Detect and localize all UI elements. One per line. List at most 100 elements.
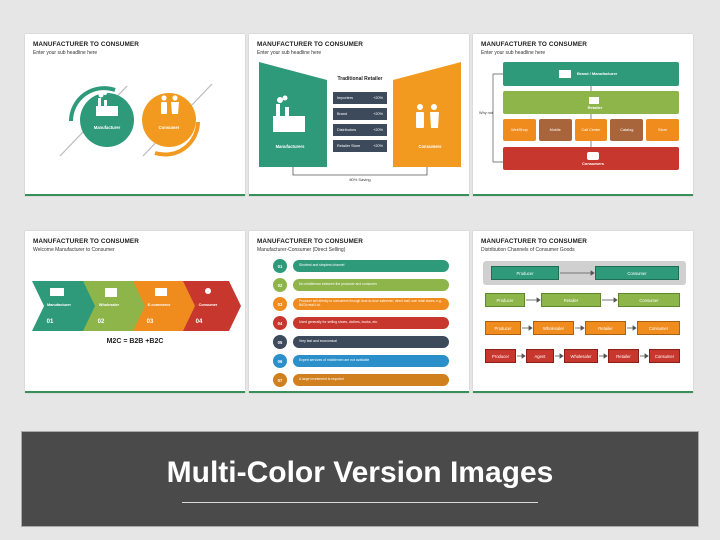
factory-icon (50, 288, 64, 296)
banner-title: Multi-Color Version Images (166, 456, 554, 489)
people-icon (587, 152, 599, 160)
slide-subtitle: Distribution Channels of Consumer Goods (481, 247, 575, 253)
channel-mobile: Mobile (538, 119, 572, 141)
wholesaler-icon (105, 288, 117, 297)
item-text: Shortest and simplest channel (293, 260, 449, 272)
slide-title: MANUFACTURER TO CONSUMER (481, 41, 587, 48)
slide-thumbnail-3[interactable]: MANUFACTURER TO CONSUMER Enter your sub … (473, 34, 693, 196)
channel-arrows (517, 270, 649, 359)
manufacturers-panel (259, 62, 327, 167)
brand-manufacturer-label: Brand / Manufacturer (577, 71, 618, 76)
channel-call-center: Call Center (574, 119, 608, 141)
slide-subtitle: Manufacturer-Consumer (Direct Selling) (257, 247, 346, 253)
chevron-step-4 (183, 281, 241, 331)
list-item: 02 No middleman between the producer and… (273, 278, 449, 292)
retailer-row: Importers+20% (337, 96, 383, 100)
people-icon (161, 95, 179, 114)
why-not-label: Why not (479, 111, 493, 115)
item-number: 02 (273, 278, 287, 292)
list-item: 01 Shortest and simplest channel (273, 259, 449, 273)
traditional-retailer-title: Traditional Retailer (337, 76, 383, 82)
factory-icon (273, 95, 305, 132)
channel-row: WebShop Mobile Call Center Catalog Store (503, 119, 679, 141)
chevron-step-2 (83, 281, 149, 331)
slide-title: MANUFACTURER TO CONSUMER (257, 238, 363, 245)
consumer-box: Consumer (649, 349, 680, 363)
people-icon (416, 104, 439, 128)
wholesaler-box: Wholesaler (564, 349, 598, 363)
slide-thumbnail-5[interactable]: MANUFACTURER TO CONSUMER Manufacturer-Co… (249, 231, 469, 393)
retailer-box: Retailer (541, 293, 601, 307)
factory-icon (96, 91, 118, 116)
traditional-retailer-diagram (259, 62, 461, 176)
step-label: Wholesaler (98, 303, 120, 307)
banner-underline (182, 502, 538, 503)
item-number: 05 (273, 335, 287, 349)
consumer-box: Consumer (618, 293, 680, 307)
list-item: 03 Producer sell directly to consumers t… (273, 297, 449, 311)
slide-subtitle: Enter your sub headline here (257, 50, 322, 56)
step-number: 02 (97, 319, 105, 325)
store-icon (589, 97, 599, 104)
version-banner: Multi-Color Version Images (21, 431, 699, 527)
list-item: 05 Very fast and economical (273, 335, 449, 349)
retailer-row: Brand+20% (337, 112, 383, 116)
direct-selling-list: 01 Shortest and simplest channel 02 No m… (273, 259, 449, 387)
chevron-step-1 (32, 281, 99, 331)
brand-manufacturer-box: Brand / Manufacturer (503, 62, 679, 86)
factory-icon (559, 70, 571, 78)
manufacturer-circle (80, 93, 134, 147)
item-text: A large investment is required (293, 374, 449, 386)
step-label: Manufacturer (46, 303, 72, 307)
item-number: 06 (273, 354, 287, 368)
producer-box: Producer (491, 266, 559, 280)
item-number: 03 (273, 297, 287, 311)
slide-thumbnail-4[interactable]: MANUFACTURER TO CONSUMER Welcome Manufac… (25, 231, 245, 393)
retailer-box: Retailer (608, 349, 639, 363)
wholesaler-box: Wholesaler (533, 321, 574, 335)
agent-box: Agent (526, 349, 554, 363)
channel-store: Store (646, 119, 679, 141)
consumers-panel (393, 62, 461, 167)
item-text: Very fast and economical (293, 336, 449, 348)
consumers-label: Consumers (581, 161, 604, 166)
consumer-box: Consumer (595, 266, 679, 280)
list-item: 07 A large investment is required (273, 373, 449, 387)
channel-webshop: WebShop (503, 119, 536, 141)
slide-thumbnail-6[interactable]: MANUFACTURER TO CONSUMER Distribution Ch… (473, 231, 693, 393)
item-text: Producer sell directly to consumers thro… (293, 298, 449, 310)
retailer-box: Retailer (503, 91, 679, 114)
saving-label: 80% Saving (349, 177, 371, 182)
consumers-box: Consumers (503, 147, 679, 170)
manufacturers-label: Manufacturers (275, 144, 305, 149)
item-text: Expert services of middlemen are not ava… (293, 355, 449, 367)
step-label: Consumer (198, 303, 218, 307)
slide-title: MANUFACTURER TO CONSUMER (481, 238, 587, 245)
retailer-rows (333, 92, 387, 152)
item-number: 07 (273, 373, 287, 387)
m2c-chevron-steps (32, 281, 241, 331)
producer-box: Producer (485, 321, 521, 335)
step-number: 01 (46, 319, 54, 325)
retailer-row: Retailer Store+20% (337, 144, 383, 148)
item-text: No middleman between the producer and co… (293, 279, 449, 291)
retailer-box: Retailer (585, 321, 626, 335)
slide-subtitle: Enter your sub headline here (481, 50, 546, 56)
step-number: 03 (146, 319, 154, 325)
slide-subtitle: Welcome Manufacturer to Consumer (33, 247, 115, 253)
consumers-label: Consumers (418, 144, 442, 149)
slide-subtitle: Enter your sub headline here (33, 50, 98, 56)
item-number: 01 (273, 259, 287, 273)
slide-title: MANUFACTURER TO CONSUMER (33, 41, 139, 48)
m2c-formula: M2C = B2B +B2C (106, 338, 164, 345)
slide-title: MANUFACTURER TO CONSUMER (257, 41, 363, 48)
slide-thumbnail-2[interactable]: MANUFACTURER TO CONSUMER Enter your sub … (249, 34, 469, 196)
channel-catalog: Catalog (610, 119, 644, 141)
retailer-label: Retailer (587, 105, 603, 110)
step-number: 04 (195, 319, 203, 325)
manufacturer-consumer-circles (59, 83, 213, 157)
list-item: 06 Expert services of middlemen are not … (273, 354, 449, 368)
slide-thumbnail-1[interactable]: MANUFACTURER TO CONSUMER Enter your sub … (25, 34, 245, 196)
retailer-row: Distributors+20% (337, 128, 383, 132)
producer-box: Producer (485, 293, 525, 307)
